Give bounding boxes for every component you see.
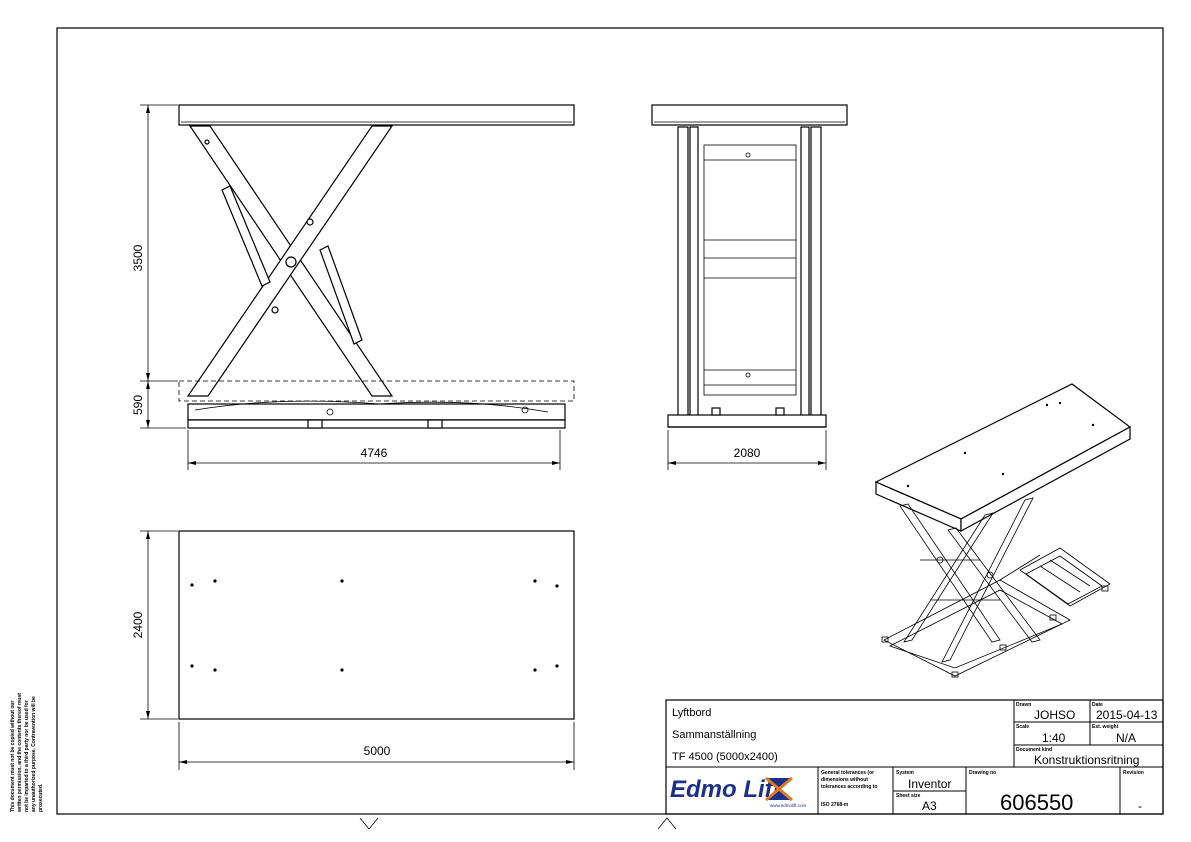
drawing-no-value: 606550 (1000, 790, 1073, 815)
notice-line-1: This document must not be copied without… (10, 701, 16, 812)
dim-width-side: 2080 (667, 430, 827, 470)
logo-text: Edmo Lift (670, 776, 782, 803)
tolerance-line-2: dimensions without (821, 777, 868, 783)
title-line-1: Lyftbord (672, 707, 711, 719)
revision-value: - (1138, 799, 1142, 813)
isometric-view (874, 383, 1132, 678)
revision-label: Revision (1123, 770, 1144, 776)
tolerance-standard: ISO 2768-m (821, 802, 849, 808)
drawn-label: Drawn (1016, 702, 1031, 708)
title-line-2: Sammanställning (672, 729, 756, 741)
drawn-value: JOHSO (1034, 708, 1075, 722)
notice-line-5: prosecuted. (38, 783, 44, 812)
drawing-no-label: Drawing no (969, 770, 996, 776)
sheet-size-value: A3 (922, 799, 937, 813)
copyright-notice: This document must not be copied without… (10, 693, 44, 813)
weight-value: N/A (1116, 731, 1136, 745)
notice-line-4: any unauthorized purpose. Contravention … (31, 696, 37, 812)
center-mark-bottom (359, 817, 677, 830)
dim-width-front: 4746 (187, 430, 561, 470)
side-view: 2080 (651, 104, 848, 470)
system-label: System (896, 770, 914, 776)
doc-kind-value: Konstruktionsritning (1034, 753, 1139, 767)
title-line-3: TF 4500 (5000x2400) (672, 751, 778, 763)
tolerance-line-3: tolerances according to (821, 784, 877, 790)
title-block: Lyftbord Sammanställning TF 4500 (5000x2… (665, 699, 1164, 815)
top-holes (190, 579, 559, 672)
logo-url: www.edmolift.com (770, 803, 807, 808)
dim-5000: 5000 (364, 744, 391, 758)
dim-width-top: 5000 (178, 722, 575, 770)
front-view: 3500 590 4746 (131, 104, 575, 470)
dim-depth-top: 2400 (131, 530, 178, 720)
dim-height-front: 3500 590 (131, 104, 186, 429)
dim-4746: 4746 (361, 446, 388, 460)
notice-line-3: not be imparted to a third party nor be … (24, 700, 30, 812)
dim-2400: 2400 (131, 611, 145, 638)
weight-label: Est. weight (1092, 724, 1119, 730)
dim-3500: 3500 (131, 244, 145, 271)
date-value: 2015-04-13 (1096, 708, 1158, 722)
scale-label: Scale (1016, 724, 1029, 730)
dim-2080: 2080 (734, 446, 761, 460)
sheet-border (56, 27, 1164, 815)
system-value: Inventor (908, 777, 951, 791)
dim-590: 590 (131, 395, 145, 415)
date-label: Date (1092, 702, 1103, 708)
top-view: 2400 5000 (131, 530, 575, 770)
tolerance-line-1: General tolerances (or (821, 770, 874, 776)
notice-line-2: written permission, and the contents the… (17, 693, 23, 813)
doc-kind-label: Document kind (1016, 747, 1052, 753)
scale-value: 1:40 (1042, 731, 1066, 745)
edmo-lift-logo: Edmo Lift www.edmolift.com (670, 776, 807, 808)
sheet-size-label: Sheet size (896, 793, 921, 799)
